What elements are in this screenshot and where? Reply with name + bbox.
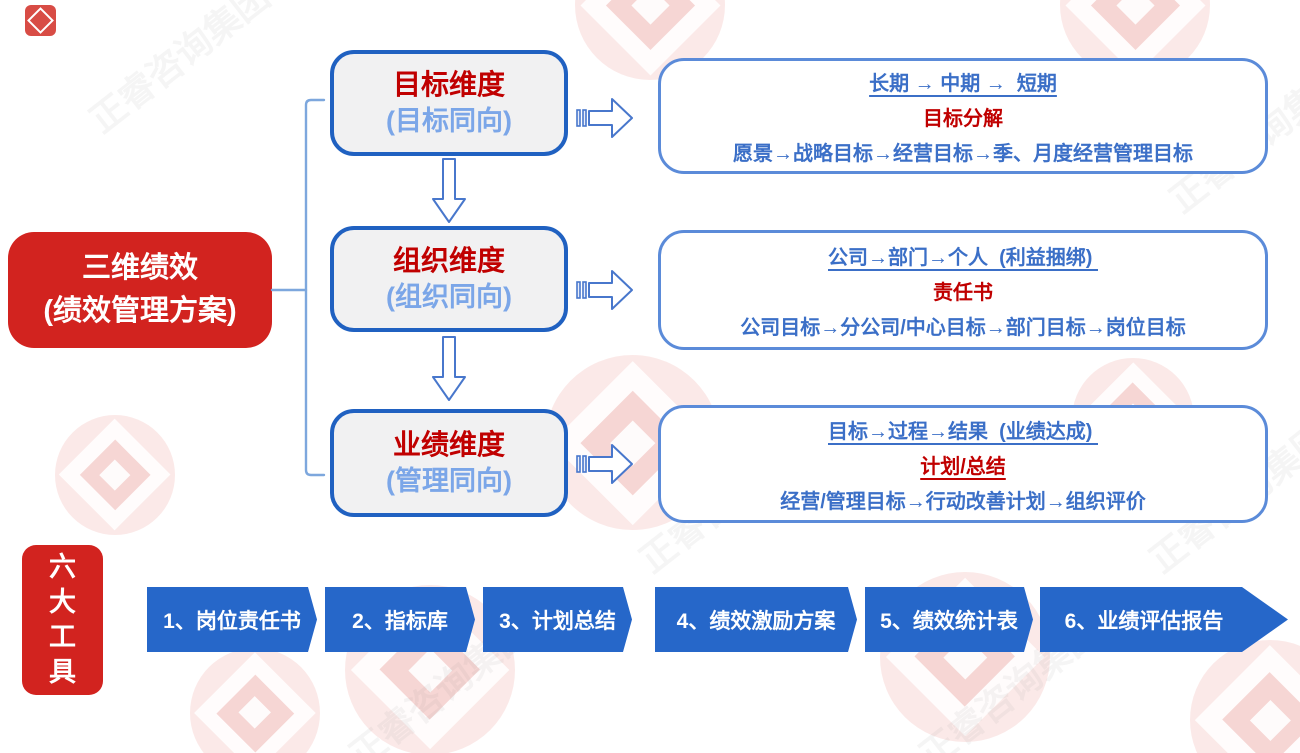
root-box-three-dimension-performance: 三维绩效 (绩效管理方案)	[8, 232, 272, 348]
detail-box-organization: 公司→部门→个人 (利益捆绑) 责任书 公司目标→分公司/中心目标→部门目标→岗…	[658, 230, 1268, 350]
dimension-subtitle: (组织同向)	[386, 281, 512, 312]
detail-box-performance: 目标→过程→结果 (业绩达成) 计划/总结 经营/管理目标→行动改善计划→组织评…	[658, 405, 1268, 523]
brand-logo-icon	[25, 5, 56, 36]
dimension-box-performance: 业绩维度 (管理同向)	[330, 409, 568, 517]
tool-item-label: 1、岗位责任书	[163, 609, 301, 633]
detail-line1: 公司→部门→个人 (利益捆绑)	[828, 246, 1098, 269]
tool-item-incentive-plan: 4、绩效激励方案	[655, 587, 857, 652]
flow-arrow-icon	[576, 98, 633, 138]
root-title-line2: (绩效管理方案)	[43, 295, 237, 327]
tools-header-label: 六大工具	[48, 551, 76, 688]
tool-item-label: 4、绩效激励方案	[676, 609, 836, 633]
down-arrow-icon	[432, 336, 466, 401]
tool-item-statistics-table: 5、绩效统计表	[865, 587, 1033, 652]
tool-item-indicator-library: 2、指标库	[325, 587, 475, 652]
dimension-title: 目标维度	[392, 69, 505, 101]
detail-line2: 目标分解	[923, 107, 1003, 130]
dimension-title: 组织维度	[392, 245, 505, 277]
tool-item-label: 3、计划总结	[499, 609, 616, 633]
detail-line3: 经营/管理目标→行动改善计划→组织评价	[780, 490, 1146, 513]
brand-watermark-icon	[55, 415, 175, 535]
dimension-subtitle: (目标同向)	[386, 105, 512, 136]
tools-header-box: 六大工具	[22, 545, 103, 695]
tool-item-position-responsibility: 1、岗位责任书	[147, 587, 317, 652]
root-title-line1: 三维绩效	[81, 251, 198, 284]
down-arrow-icon	[432, 158, 466, 223]
detail-line1: 目标→过程→结果 (业绩达成)	[828, 420, 1098, 443]
detail-line1: 长期 → 中期 → 短期	[869, 72, 1057, 95]
dimension-subtitle: (管理同向)	[386, 465, 512, 496]
detail-line2: 计划/总结	[920, 455, 1006, 478]
detail-line3: 公司目标→分公司/中心目标→部门目标→岗位目标	[740, 316, 1186, 339]
flow-arrow-icon	[576, 270, 633, 310]
tool-item-evaluation-report: 6、业绩评估报告	[1040, 587, 1288, 652]
watermark-text: 正睿咨询集团	[81, 0, 278, 141]
detail-line2: 责任书	[933, 281, 993, 304]
flow-arrow-icon	[576, 444, 633, 484]
tool-item-label: 5、绩效统计表	[880, 609, 1018, 633]
brand-watermark-icon	[1190, 640, 1300, 753]
tool-item-plan-summary: 3、计划总结	[483, 587, 632, 652]
dimension-title: 业绩维度	[392, 429, 505, 461]
dimension-box-goal: 目标维度 (目标同向)	[330, 50, 568, 156]
detail-box-goal: 长期 → 中期 → 短期 目标分解 愿景→战略目标→经营目标→季、月度经营管理目…	[658, 58, 1268, 174]
brand-watermark-icon	[190, 648, 320, 753]
detail-line3: 愿景→战略目标→经营目标→季、月度经营管理目标	[733, 142, 1193, 165]
dimension-box-organization: 组织维度 (组织同向)	[330, 226, 568, 332]
bracket-connector	[270, 98, 326, 477]
tool-item-label: 6、业绩评估报告	[1064, 609, 1224, 633]
tool-item-label: 2、指标库	[352, 609, 448, 633]
